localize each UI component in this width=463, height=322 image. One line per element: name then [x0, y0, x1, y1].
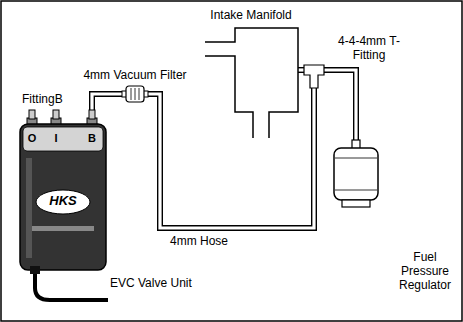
fitting-name: FittingB — [22, 92, 63, 106]
vacuum-hose — [298, 70, 304, 71]
node-shape — [122, 86, 148, 102]
intake-manifold: Intake Manifold — [205, 28, 298, 138]
fitting-nozzle — [29, 110, 35, 119]
pressure-regulator: Fuel Pressure Regulator — [332, 140, 380, 208]
hose-bore — [298, 68, 304, 71]
fitting-nozzle — [53, 110, 59, 119]
port-letter: I — [54, 131, 57, 145]
part-name: Fuel Pressure Regulator — [393, 250, 457, 292]
filter-element — [139, 88, 140, 100]
fitting-nozzle — [89, 110, 95, 119]
vacuum-hose — [324, 70, 356, 140]
filter-element — [131, 88, 132, 100]
hose-wall — [92, 94, 122, 110]
vacuum-hose — [92, 94, 122, 110]
hose-wall — [148, 88, 314, 228]
filter-body — [126, 86, 144, 102]
brand-logo: HKS — [49, 194, 76, 208]
tee-outline — [304, 65, 324, 88]
part-name: EVC Valve Unit — [110, 276, 192, 290]
vacuum-hose — [148, 88, 314, 228]
hose-label: 4mm Hose — [168, 234, 230, 248]
regulator-body — [334, 148, 378, 200]
t-fitting: 4-4-4mm T-Fitting — [304, 62, 324, 88]
part-name: 4mm Vacuum Filter — [83, 68, 186, 82]
port-letter: B — [88, 131, 96, 145]
unit-top-face — [23, 127, 103, 151]
port-letter: O — [28, 131, 37, 145]
cable-grommet — [30, 266, 40, 274]
part-name: 4-4-4mm T-Fitting — [337, 34, 401, 62]
unit-highlight — [26, 158, 32, 258]
power-cable — [35, 270, 108, 300]
hose-wall — [298, 67, 304, 73]
regulator-band — [335, 158, 377, 159]
manifold-outline — [205, 28, 298, 138]
logo-oval — [36, 190, 90, 214]
hose-wall — [324, 70, 356, 140]
node-shape — [304, 62, 324, 88]
unit-stripe — [32, 226, 94, 231]
filter-element — [135, 88, 136, 100]
hose-bore — [92, 94, 122, 110]
vacuum-filter: 4mm Vacuum Filter — [122, 86, 148, 102]
part-name: Intake Manifold — [210, 8, 291, 22]
hose-bore — [148, 88, 314, 228]
node-shape — [332, 140, 380, 208]
node-shape — [205, 28, 298, 138]
hose-bore — [324, 70, 356, 140]
unit-body — [20, 124, 106, 270]
regulator-base — [342, 200, 370, 207]
regulator-band — [335, 190, 377, 191]
